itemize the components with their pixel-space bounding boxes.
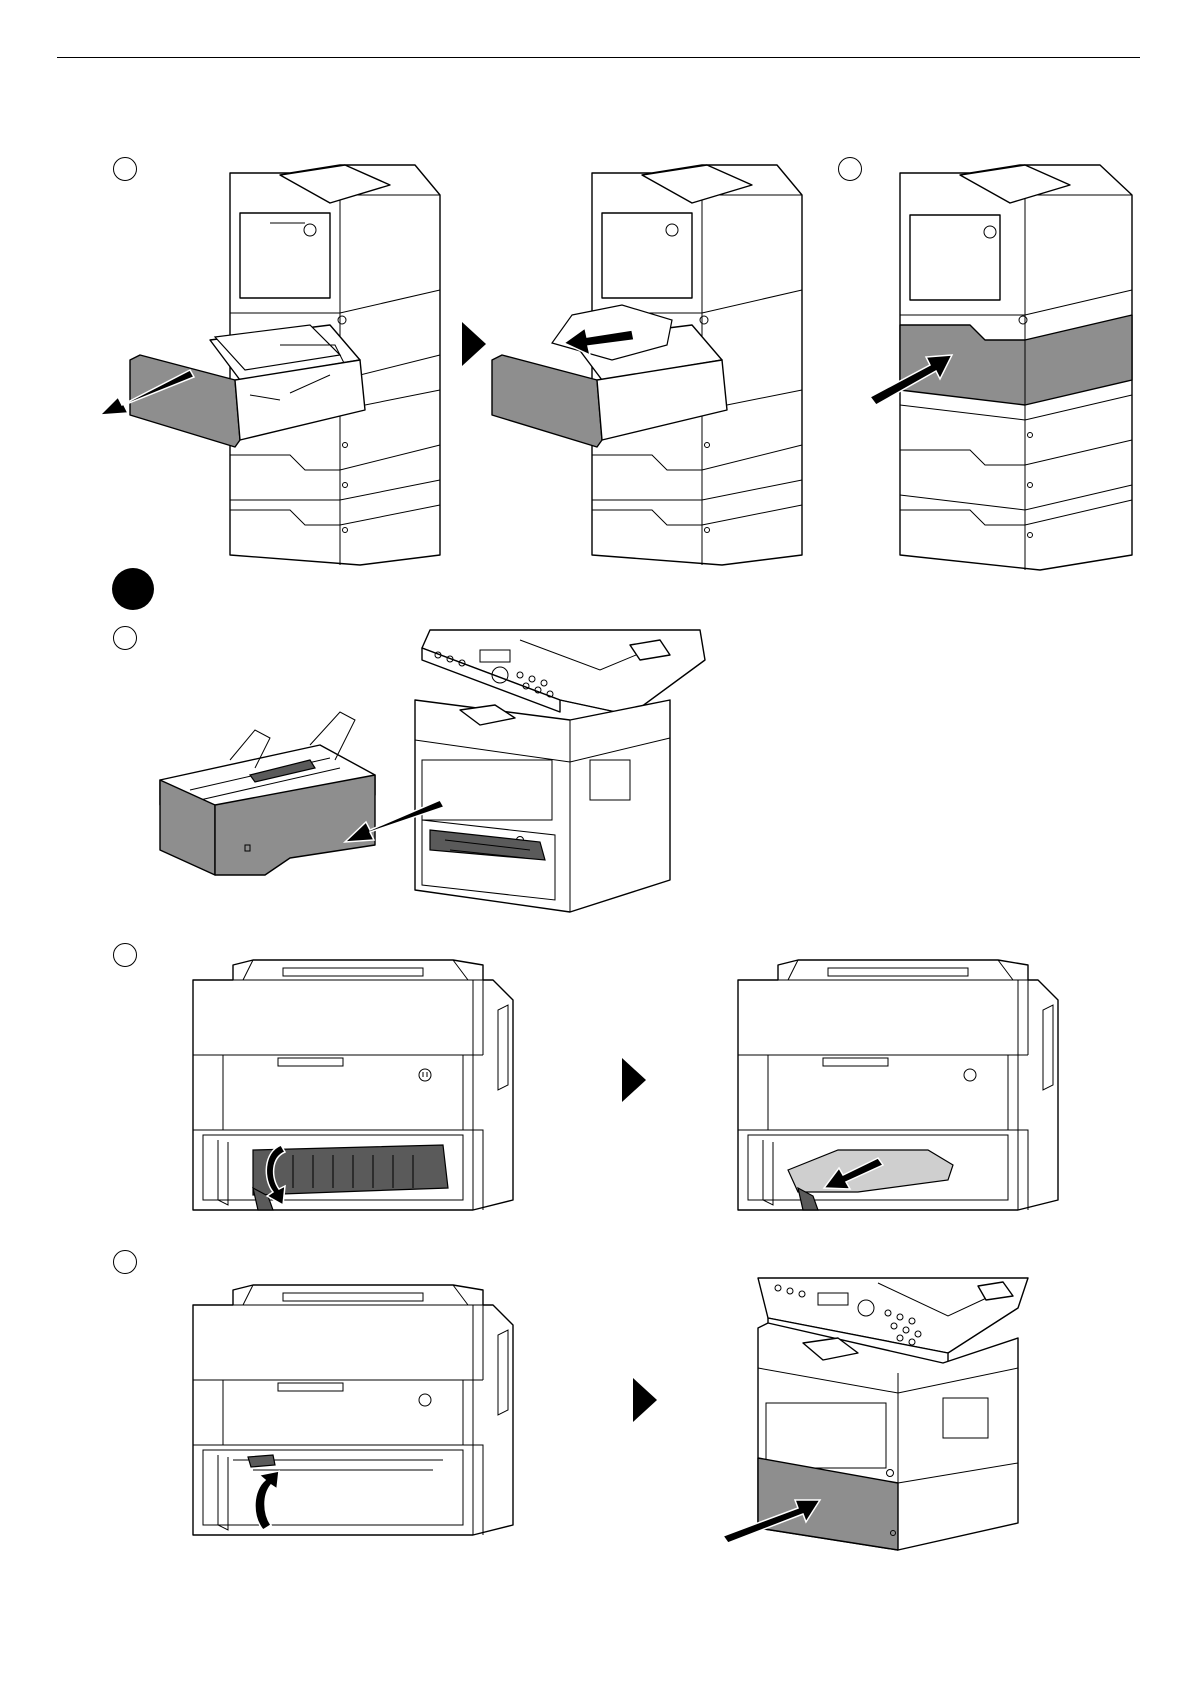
step-marker-4 [113,943,137,967]
figure-close-inner-cover [193,1285,513,1547]
next-step-arrow-icon [462,322,486,366]
step-marker-2 [838,157,862,181]
figure-push-cassette [870,165,1132,570]
next-step-arrow-icon [622,1058,646,1102]
figure-open-inner-cover [193,960,513,1222]
step-marker-5 [113,1250,137,1274]
figure-remove-paper [492,165,804,565]
next-step-arrow-icon [633,1378,657,1422]
figure-pull-cassette [130,165,442,565]
figure-remove-jammed-paper [738,960,1058,1222]
section-bullet [112,568,154,610]
figure-insert-cassette [728,1278,1048,1550]
step-marker-3 [113,626,137,650]
header-rule [57,57,1140,58]
figure-remove-cassette-printer [160,630,720,915]
